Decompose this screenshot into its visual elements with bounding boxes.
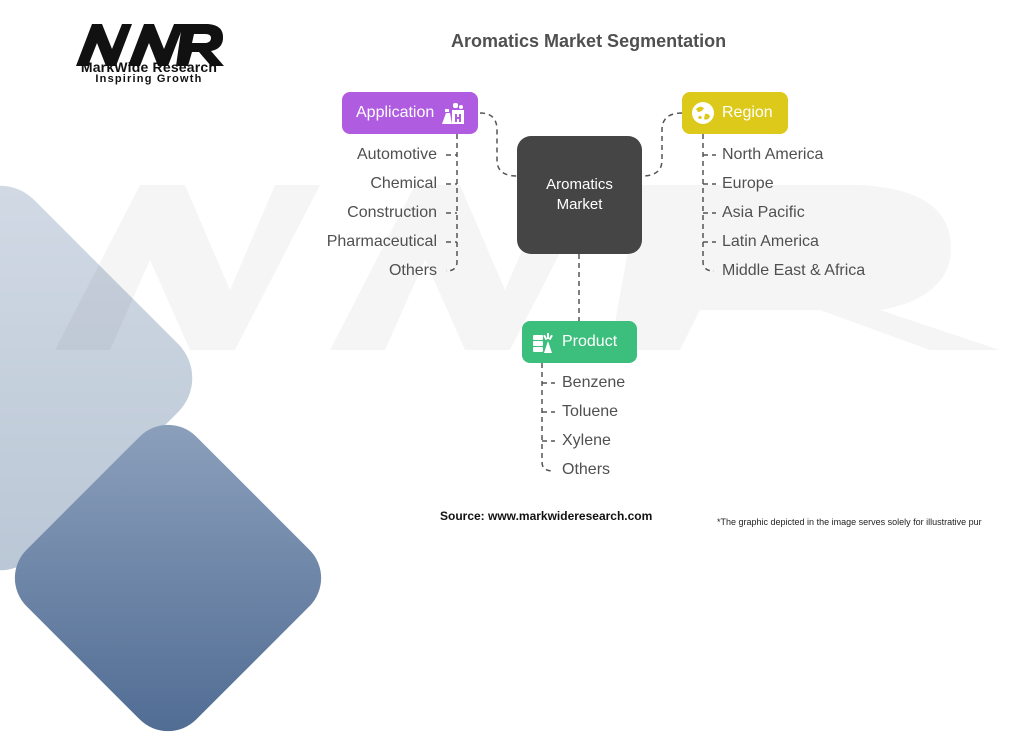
center-label-line1: Aromatics	[546, 176, 613, 193]
brand-name: MarkWide Research	[80, 59, 218, 75]
product-barrels-icon	[530, 329, 556, 355]
connector-lines	[445, 112, 716, 472]
application-item: Automotive	[356, 146, 437, 163]
page-title-text: Aromatics Market Segmentation	[451, 31, 727, 51]
region-item: Asia Pacific	[722, 204, 805, 221]
application-item: Chemical	[370, 175, 437, 192]
application-item: Pharmaceutical	[326, 233, 437, 250]
product-item: Toluene	[562, 403, 619, 420]
brand-tagline: Inspiring Growth	[95, 73, 203, 85]
product-item: Xylene	[562, 432, 611, 449]
disclaimer-note: *The graphic depicted in the image serve…	[717, 517, 982, 527]
watermark-logo	[55, 185, 1000, 350]
source-text: Source: www.markwideresearch.com	[440, 509, 653, 523]
category-product-label: Product	[562, 333, 618, 350]
region-item: North America	[722, 146, 824, 163]
product-item: Benzene	[562, 374, 626, 391]
center-node-aromatics-market: Aromatics Market	[517, 136, 642, 254]
category-region: Region	[682, 92, 788, 134]
region-item: Middle East & Africa	[722, 262, 866, 279]
factory-icon	[440, 100, 466, 126]
category-application: Application	[342, 92, 478, 134]
category-product: Product	[522, 321, 637, 363]
region-item: Latin America	[722, 233, 819, 250]
category-application-label: Application	[356, 104, 435, 121]
application-item: Others	[388, 262, 437, 279]
markwide-logo-icon	[76, 24, 224, 66]
application-item: Construction	[347, 204, 437, 221]
region-item: Europe	[722, 175, 774, 192]
center-label-line2: Market	[556, 196, 603, 213]
product-item: Others	[562, 461, 611, 478]
category-region-label: Region	[722, 104, 773, 121]
globe-icon	[690, 100, 716, 126]
